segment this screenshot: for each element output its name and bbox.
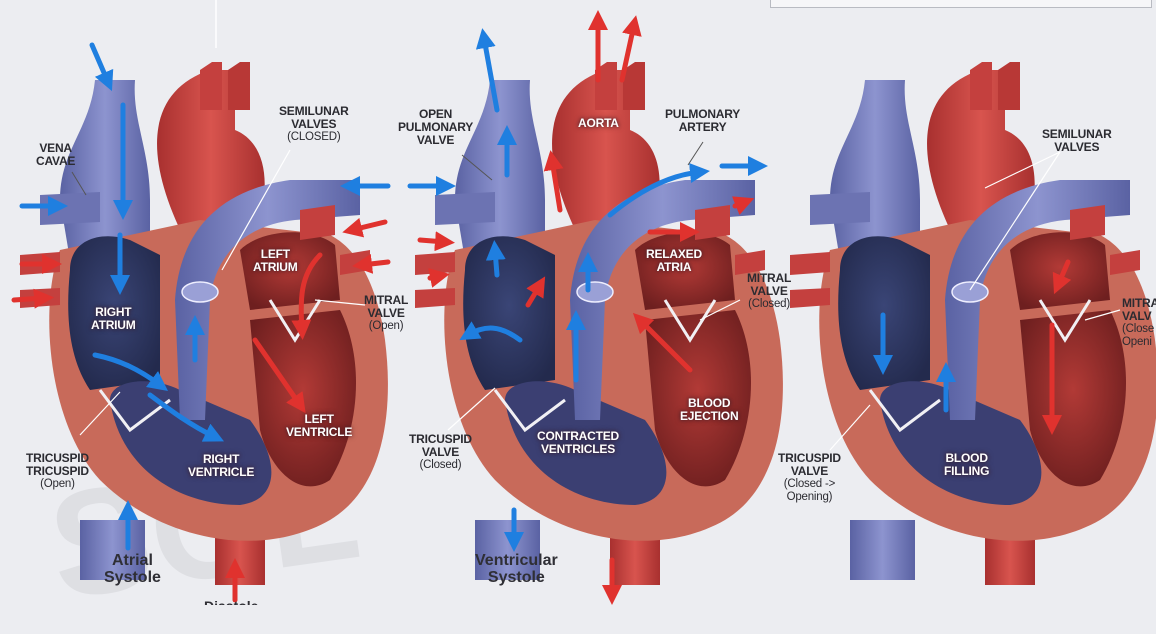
heart-diagram-canvas	[0, 0, 1156, 605]
aorta-label: AORTA	[578, 117, 619, 130]
heart-atrial-systole	[14, 0, 388, 600]
diastole-caption-cut: Diastole	[204, 598, 258, 605]
